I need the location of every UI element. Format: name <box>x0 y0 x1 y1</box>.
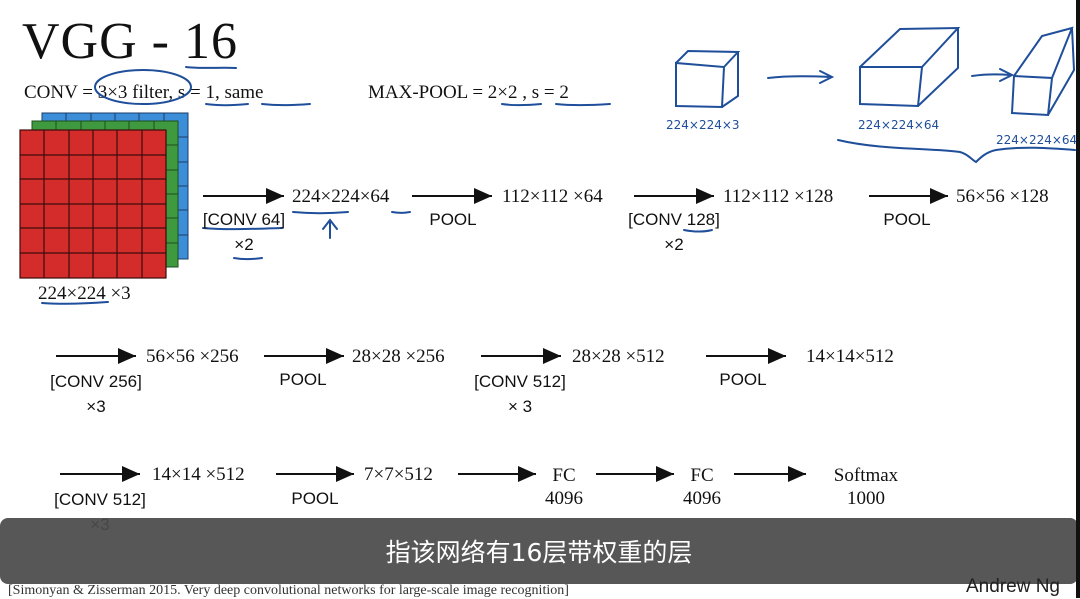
row3-shape2: 7×7×512 <box>364 464 433 485</box>
hand-note-vol3: 224×224×64 <box>996 133 1077 147</box>
row3-softmax: Softmax 1000 <box>818 464 914 510</box>
row2-shape1: 56×56 ×256 <box>146 346 239 367</box>
sketch-arrow-2 <box>971 68 1015 82</box>
underline-conv64 <box>202 227 283 231</box>
sketch-arrow-1 <box>767 70 835 84</box>
underline-s1 <box>205 103 249 107</box>
row2-op3: [CONV 512] × 3 <box>464 372 576 417</box>
video-subtitle-text: 指该网络有16层带权重的层 <box>385 538 693 567</box>
row1-shape1: 224×224×64 <box>292 186 390 207</box>
conv-spec: CONV = 3×3 filter, s = 1, same <box>24 82 264 103</box>
row3-op1-label: [CONV 512] <box>54 490 146 509</box>
row2-shape3: 28×28 ×512 <box>572 346 665 367</box>
underline-input <box>41 301 109 305</box>
row2-op4: POOL <box>719 370 767 389</box>
row1-shape2: 112×112 ×64 <box>502 186 603 207</box>
row1-op3: [CONV 128] ×2 <box>618 210 730 255</box>
row1-op4: POOL <box>883 210 931 229</box>
row1-shape3: 112×112 ×128 <box>723 186 834 207</box>
row3-fc2-name: FC <box>690 465 714 486</box>
underline-same <box>261 103 311 107</box>
underline-x2 <box>233 257 263 261</box>
row1-op2: POOL <box>429 210 477 229</box>
underline-224x224x64 <box>292 211 349 215</box>
pool-spec: MAX-POOL = 2×2 , s = 2 <box>368 82 569 103</box>
title-text: VGG - 16 <box>22 13 238 70</box>
sketch-volume-1 <box>675 49 741 109</box>
slide-edge <box>1076 0 1080 598</box>
underline-2x2 <box>501 103 542 107</box>
row2-op3-label: [CONV 512] <box>474 372 566 391</box>
video-subtitle-bar: 指该网络有16层带权重的层 <box>0 518 1078 584</box>
row2-op1-mult: ×3 <box>86 397 106 416</box>
row2-op1: [CONV 256] ×3 <box>40 372 152 417</box>
hand-note-vol1: 224×224×3 <box>666 118 740 132</box>
row2-op2: POOL <box>279 370 327 389</box>
handwritten-annotations <box>41 26 1076 305</box>
row2-op3-mult: × 3 <box>507 397 533 416</box>
circle-3x3 <box>94 69 192 105</box>
row1-op1-label: [CONV 64] <box>202 210 286 229</box>
row3-op2: POOL <box>291 489 339 508</box>
page-title: VGG - 16 <box>22 12 238 71</box>
row3-fc2: FC 4096 <box>672 464 732 510</box>
sketch-volume-3 <box>1010 26 1076 117</box>
underline-128 <box>683 229 713 233</box>
row3-shape1: 14×14 ×512 <box>152 464 245 485</box>
row1-op1: [CONV 64] ×2 <box>196 210 292 255</box>
row1-op3-mult: ×2 <box>664 235 684 254</box>
row2-shape2: 28×28 ×256 <box>352 346 445 367</box>
underline-64 <box>391 211 411 214</box>
up-arrow <box>322 218 338 239</box>
input-volume-red-layer <box>19 129 167 279</box>
citation: [Simonyan & Zisserman 2015. Very deep co… <box>8 583 569 598</box>
row3-fc1-units: 4096 <box>545 488 583 509</box>
row3-softmax-name: Softmax <box>833 465 899 486</box>
row3-fc1-name: FC <box>552 465 576 486</box>
row1-op1-mult: ×2 <box>234 235 254 254</box>
sketch-volume-2 <box>859 26 961 108</box>
row3-fc1: FC 4096 <box>534 464 594 510</box>
row3-fc2-units: 4096 <box>683 488 721 509</box>
row2-shape4: 14×14×512 <box>806 346 894 367</box>
hand-note-vol2: 224×224×64 <box>858 118 939 132</box>
row2-op1-label: [CONV 256] <box>50 372 142 391</box>
sketch-brace <box>837 139 1076 164</box>
author-name: Andrew Ng <box>966 576 1060 597</box>
row1-op3-label: [CONV 128] <box>628 210 720 229</box>
underline-s2 <box>555 103 611 107</box>
underline-title-16 <box>185 66 237 69</box>
row3-softmax-units: 1000 <box>847 488 885 509</box>
input-volume-label: 224×224 ×3 <box>38 283 131 304</box>
row1-shape4: 56×56 ×128 <box>956 186 1049 207</box>
